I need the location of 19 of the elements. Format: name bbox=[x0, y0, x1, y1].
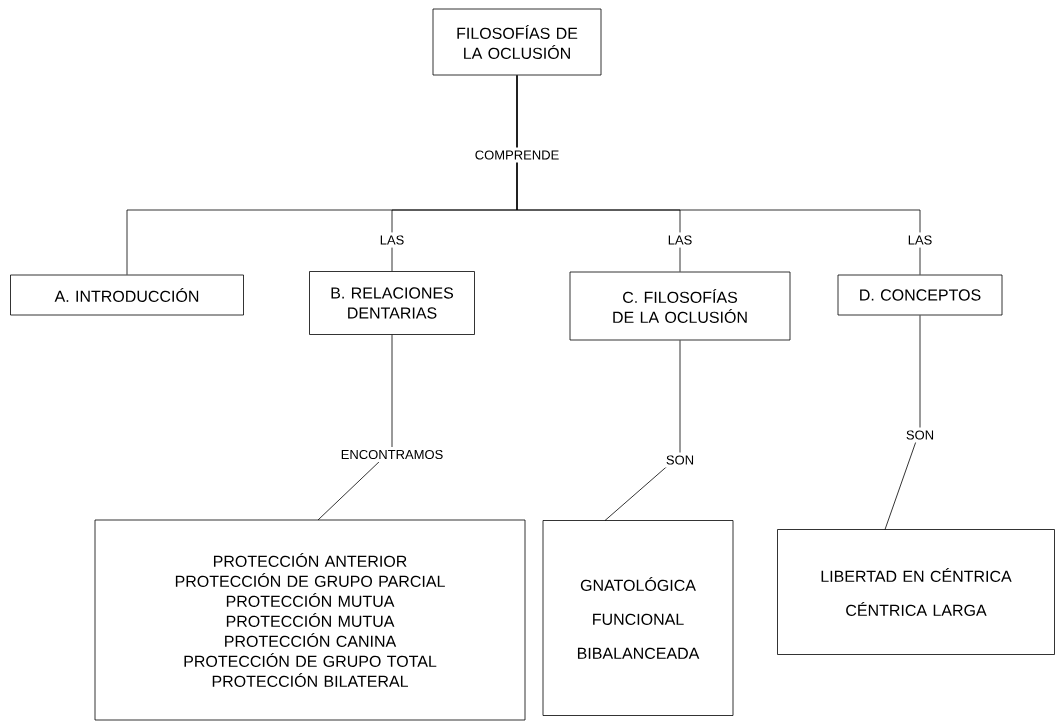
edge-label: LAS bbox=[904, 232, 936, 248]
connector-line bbox=[317, 334, 393, 521]
edge-label: SON bbox=[902, 427, 938, 443]
connector-line bbox=[604, 340, 681, 521]
edge-label: ENCONTRAMOS bbox=[337, 446, 447, 463]
box: B. RELACIONES DENTARIAS bbox=[309, 271, 475, 335]
connector-line bbox=[884, 315, 921, 530]
box: LIBERTAD EN CÉNTRICA CÉNTRICA LARGA bbox=[777, 529, 1055, 655]
box: D. CONCEPTOS bbox=[837, 274, 1003, 316]
edge-label: LAS bbox=[664, 232, 696, 248]
box: A. INTRODUCCIÓN bbox=[10, 274, 244, 316]
edge-label: LAS bbox=[376, 232, 408, 248]
edge-label: COMPRENDE bbox=[471, 147, 563, 163]
box: GNATOLÓGICA FUNCIONAL BIBALANCEADA bbox=[542, 520, 734, 716]
connector-line bbox=[516, 75, 921, 275]
box: C. FILOSOFÍAS DE LA OCLUSIÓN bbox=[569, 271, 791, 341]
edge-label: SON bbox=[662, 452, 698, 468]
box: PROTECCIÓN ANTERIOR PROTECCIÓN DE GRUPO PARCIAL PROTECCIÓN MUTUA PROTECCIÓN MUTUA PROTECCIÓN CANINA PROTECCIÓN DE GRUPO TOTAL PROTECCIÓN BILATERAL bbox=[94, 519, 526, 721]
box: FILOSOFÍAS DE LA OCLUSIÓN bbox=[432, 8, 602, 76]
